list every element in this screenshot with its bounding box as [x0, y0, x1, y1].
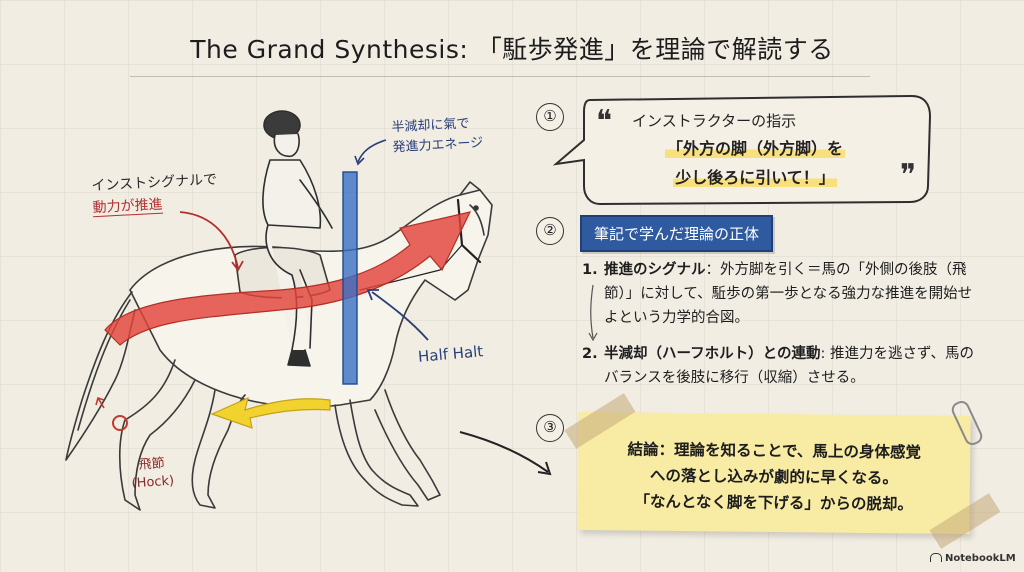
halfhalt-arrow-icon	[371, 291, 429, 341]
quote-close-icon: ❞	[900, 158, 917, 193]
rider-icon	[262, 110, 333, 367]
notebooklm-icon	[930, 553, 942, 562]
conclusion-line3: 「なんとなく脚を下げる」からの脱却。	[634, 492, 914, 514]
halfhalt-top-arrow-icon	[357, 139, 387, 163]
list-connector-icon	[590, 284, 594, 339]
section1-number: ①	[536, 103, 564, 131]
brand-logo: NotebookLM	[930, 553, 1016, 564]
list-item-term: 推進のシグナル	[604, 262, 706, 278]
instructor-heading: インストラクターの指示	[632, 112, 797, 130]
conclusion-line1: ：理論を知ることで、馬上の身体感覚	[658, 440, 922, 462]
list-item: 2. 半減却（ハーフホルト）との連動: 推進力を逃さず、馬のバランスを後肢に移行…	[582, 342, 982, 390]
title-divider	[130, 76, 870, 77]
conclusion-term: 結論	[627, 440, 659, 459]
halfhalt-top-label: 半減却に氣で 発進力エネージ	[391, 114, 484, 159]
theory-badge: 筆記で学んだ理論の正体	[580, 215, 774, 252]
list-item-index: 2.	[582, 346, 598, 362]
quote-line2: 少し後ろに引いて！」	[673, 168, 837, 187]
section2-number: ②	[536, 217, 564, 245]
conclusion-arrow-icon	[459, 431, 549, 473]
signal-label: インストシグナルで 動力が推進	[91, 169, 219, 220]
hock-label-line2: (Hock)	[131, 473, 175, 492]
theory-list: 1. 推進のシグナル：外方脚を引く＝馬の「外側の後肢（飛節）」に対して、駈歩の第…	[582, 258, 982, 402]
brand-name: NotebookLM	[945, 553, 1016, 564]
list-item-text: ：外方脚を引く＝馬の「外側の後肢（飛節）」に対して、駈歩の第一歩となる強力な推進…	[604, 262, 973, 326]
signal-label-line2: 動力が推進	[92, 196, 164, 218]
return-arrow	[210, 396, 331, 429]
page-title: The Grand Synthesis: 「駈歩発進」を理論で解読する	[190, 35, 834, 64]
instructor-quote: 「外方の脚（外方脚）を 少し後ろに引いて！」	[600, 134, 910, 192]
list-item: 1. 推進のシグナル：外方脚を引く＝馬の「外側の後肢（飛節）」に対して、駈歩の第…	[582, 258, 982, 330]
hock-marker-icon	[112, 415, 128, 431]
halfhalt-bar	[342, 171, 358, 385]
hock-label: 飛節 (Hock)	[130, 455, 175, 494]
propulsion-arrow	[104, 211, 472, 346]
quote-open-icon: ❝	[596, 104, 613, 139]
section3-number: ③	[536, 414, 564, 442]
conclusion-text: 結論：理論を知ることで、馬上の身体感覚 への落とし込みが劇的に早くなる。 「なん…	[578, 436, 971, 518]
list-item-term: 半減却（ハーフホルト）との連動	[604, 346, 821, 362]
quote-line1: 「外方の脚（外方脚）を	[664, 139, 845, 158]
list-item-text: : 推進力を逃さず、馬のバランスを後肢に移行（収縮）させる。	[604, 346, 974, 386]
signal-arrow-icon	[179, 211, 239, 269]
conclusion-line2: への落とし込みが劇的に早くなる。	[649, 466, 899, 488]
list-item-index: 1.	[582, 262, 598, 278]
conclusion-note: 結論：理論を知ることで、馬上の身体感覚 への落とし込みが劇的に早くなる。 「なん…	[577, 411, 971, 535]
